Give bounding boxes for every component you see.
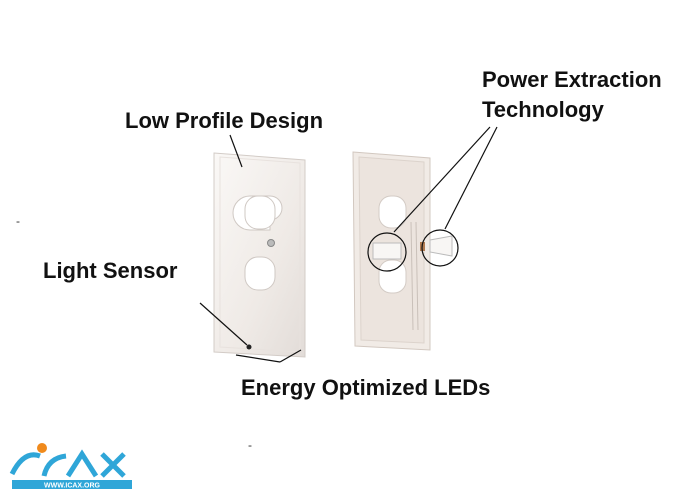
label-light-sensor: Light Sensor [43,258,178,283]
icax-logo: WWW.ICAX.ORG [4,440,154,492]
back-outlet-plate [352,151,453,351]
logo-url: WWW.ICAX.ORG [44,483,101,490]
label-energy-optimized-leds: Energy Optimized LEDs [241,375,491,400]
label-low-profile-design: Low Profile Design [125,108,324,133]
label-power-extraction-line1: Power Extraction [482,67,662,92]
front-outlet-plate [213,152,306,358]
callout-lines [199,126,498,363]
label-power-extraction-line2: Technology [482,97,604,122]
stray-dash: - [16,214,20,228]
light-sensor-dot [246,344,252,350]
stray-dash: - [248,438,252,452]
